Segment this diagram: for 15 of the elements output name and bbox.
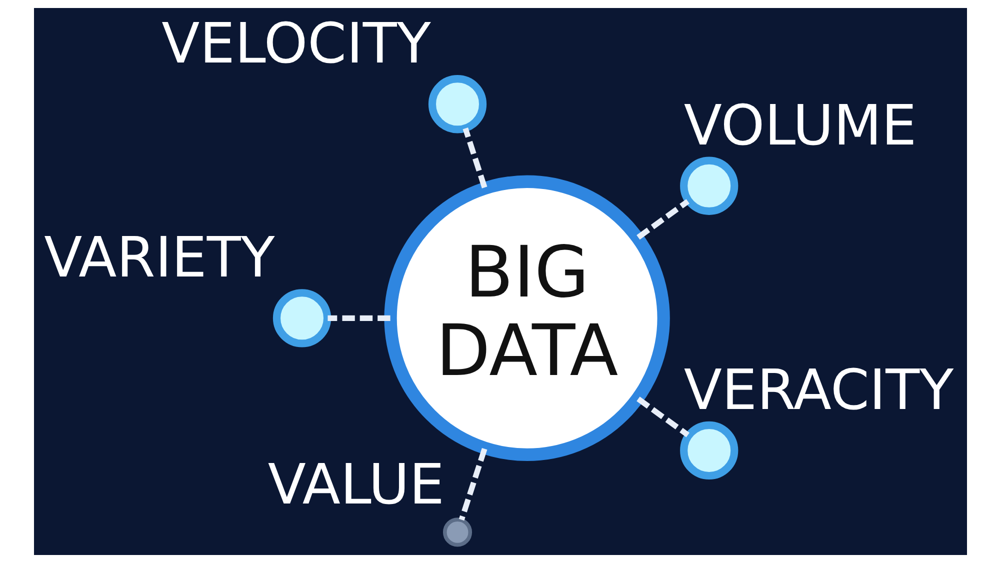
node-label: VELOCITY — [161, 12, 430, 77]
node-label: VOLUME — [683, 93, 916, 158]
node-circle — [680, 421, 738, 480]
connector — [327, 315, 390, 321]
connector — [636, 396, 689, 438]
node-circle — [272, 289, 331, 348]
node-circle — [680, 156, 738, 215]
node-label: VARIETY — [44, 226, 274, 291]
connector — [462, 128, 487, 188]
node-circle — [428, 75, 486, 134]
connector — [636, 199, 689, 240]
node-circle — [442, 518, 472, 547]
node-circle: BIG DATA — [384, 175, 670, 462]
connector — [458, 448, 487, 521]
node-label: VERACITY — [683, 358, 954, 423]
